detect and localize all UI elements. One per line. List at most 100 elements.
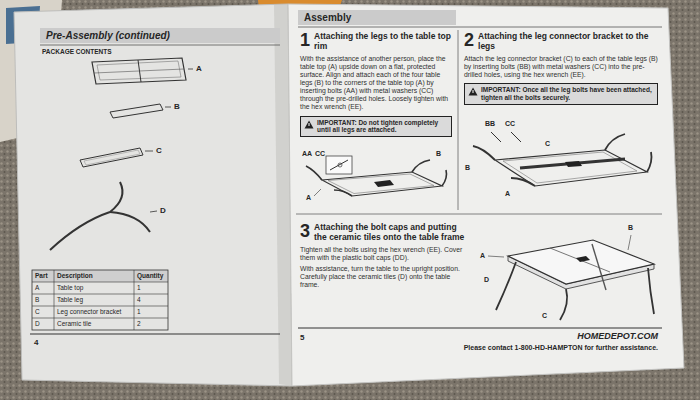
table-header: Quantity bbox=[137, 272, 163, 280]
table-cell: C bbox=[35, 308, 40, 316]
table-leg bbox=[560, 289, 567, 320]
table-cell: 2 bbox=[137, 320, 141, 328]
leader-line bbox=[314, 189, 321, 196]
table-top-part bbox=[92, 58, 186, 84]
table-rim bbox=[322, 172, 442, 196]
table-cell: B bbox=[35, 296, 39, 304]
table-leg bbox=[592, 244, 606, 290]
step-number: 1 bbox=[300, 31, 310, 49]
table-rule bbox=[54, 270, 55, 330]
page-number: 4 bbox=[34, 338, 38, 347]
table-cell: Table top bbox=[57, 284, 83, 292]
step-heading: Attaching the bolt caps and putting the … bbox=[314, 222, 468, 243]
table-cell: Ceramic tile bbox=[57, 320, 91, 328]
header-band: Assembly bbox=[298, 10, 456, 25]
connector-bracket bbox=[520, 159, 625, 168]
leader-line bbox=[165, 107, 171, 108]
table-rim bbox=[495, 150, 647, 186]
table-cell: 4 bbox=[137, 296, 141, 304]
node-text: Pre-Assembly (continued) bbox=[46, 30, 274, 41]
header-rule bbox=[40, 45, 280, 46]
node-text: IMPORTANT: Do not tighten completely unt… bbox=[317, 119, 447, 135]
step-instructions: Attach the leg connector bracket (C) to … bbox=[464, 55, 658, 79]
table-leg bbox=[412, 160, 430, 172]
table-rim bbox=[328, 174, 434, 194]
part-letter: D bbox=[160, 206, 166, 215]
warning-triangle bbox=[469, 88, 478, 96]
footer-rule bbox=[30, 334, 280, 335]
table-header-fill bbox=[32, 270, 168, 282]
warning-icon bbox=[468, 87, 478, 96]
step-instructions: With assistance, turn the table to the u… bbox=[300, 265, 468, 289]
step-heading-row: 2Attaching the leg connector bracket to … bbox=[464, 31, 658, 52]
step-column: 2Attaching the leg connector bracket to … bbox=[464, 31, 658, 105]
callout-letter: B bbox=[436, 150, 441, 158]
part-letter: C bbox=[156, 146, 162, 155]
leader-line bbox=[628, 235, 631, 250]
header-rule bbox=[298, 27, 662, 28]
callout-letter: BB bbox=[485, 120, 495, 128]
callout-letter: AA bbox=[302, 150, 312, 158]
washer bbox=[338, 163, 342, 167]
bolt bbox=[511, 132, 521, 142]
table-rim bbox=[503, 152, 637, 183]
step-divider bbox=[458, 30, 459, 210]
warning-mark bbox=[309, 123, 310, 126]
page-number: 5 bbox=[300, 333, 304, 342]
table-frame bbox=[32, 270, 168, 330]
step-heading: Attaching the legs to the table top rim bbox=[314, 31, 452, 52]
table-leg bbox=[647, 152, 652, 172]
step2-figure bbox=[473, 132, 652, 186]
table-header: Description bbox=[57, 272, 93, 280]
callout-letter: CC bbox=[315, 150, 325, 158]
table-rule bbox=[32, 294, 168, 295]
callout-letter: C bbox=[545, 140, 550, 148]
table-header: Part bbox=[35, 272, 48, 280]
table-leg bbox=[334, 190, 352, 196]
callout-letter: D bbox=[484, 276, 489, 284]
table-rule bbox=[32, 306, 168, 307]
table-cell: D bbox=[35, 320, 40, 328]
leader-line bbox=[188, 69, 193, 70]
step-heading-row: 3Attaching the bolt caps and putting the… bbox=[300, 222, 468, 243]
callout-letter: A bbox=[480, 252, 485, 260]
table-leg bbox=[511, 178, 535, 186]
warning-box: IMPORTANT: Once all the leg bolts have b… bbox=[464, 83, 658, 105]
node-text: Assembly bbox=[304, 12, 450, 23]
table-rule bbox=[134, 270, 135, 330]
callout-letter: CC bbox=[505, 120, 515, 128]
leader-line bbox=[150, 211, 157, 212]
website: HOMEDEPOT.COM bbox=[420, 331, 658, 341]
table-cell: A bbox=[35, 284, 39, 292]
leader-line bbox=[488, 256, 504, 257]
table-leg bbox=[605, 134, 625, 150]
table-cell: 1 bbox=[137, 284, 141, 292]
right-page bbox=[288, 4, 684, 386]
callout-letter: A bbox=[306, 194, 311, 202]
table-leg bbox=[473, 146, 495, 160]
part-letter: A bbox=[196, 64, 202, 73]
warning-triangle bbox=[305, 120, 314, 128]
table-rule bbox=[32, 282, 168, 283]
table-cell: 1 bbox=[137, 308, 141, 316]
table-cell: Leg connector bracket bbox=[57, 308, 121, 316]
center-piece bbox=[576, 256, 590, 262]
step-heading-row: 1Attaching the legs to the table top rim bbox=[300, 31, 452, 52]
step-number: 3 bbox=[300, 222, 310, 240]
step3-figure bbox=[488, 235, 654, 320]
step-divider bbox=[296, 214, 662, 215]
detail-inset bbox=[326, 156, 352, 174]
callout-letter: C bbox=[542, 312, 547, 320]
table-rule bbox=[32, 318, 168, 319]
part-letter: B bbox=[174, 102, 180, 111]
node-text: IMPORTANT: Once all the leg bolts have b… bbox=[481, 86, 653, 102]
bracket-part bbox=[80, 148, 143, 167]
step1-figure bbox=[306, 156, 447, 196]
warning-mark bbox=[473, 90, 474, 93]
table-leg bbox=[442, 170, 447, 186]
table-leg bbox=[648, 268, 654, 314]
callout-letter: B bbox=[465, 164, 470, 172]
step-column: 1Attaching the legs to the table top rim… bbox=[300, 31, 452, 137]
